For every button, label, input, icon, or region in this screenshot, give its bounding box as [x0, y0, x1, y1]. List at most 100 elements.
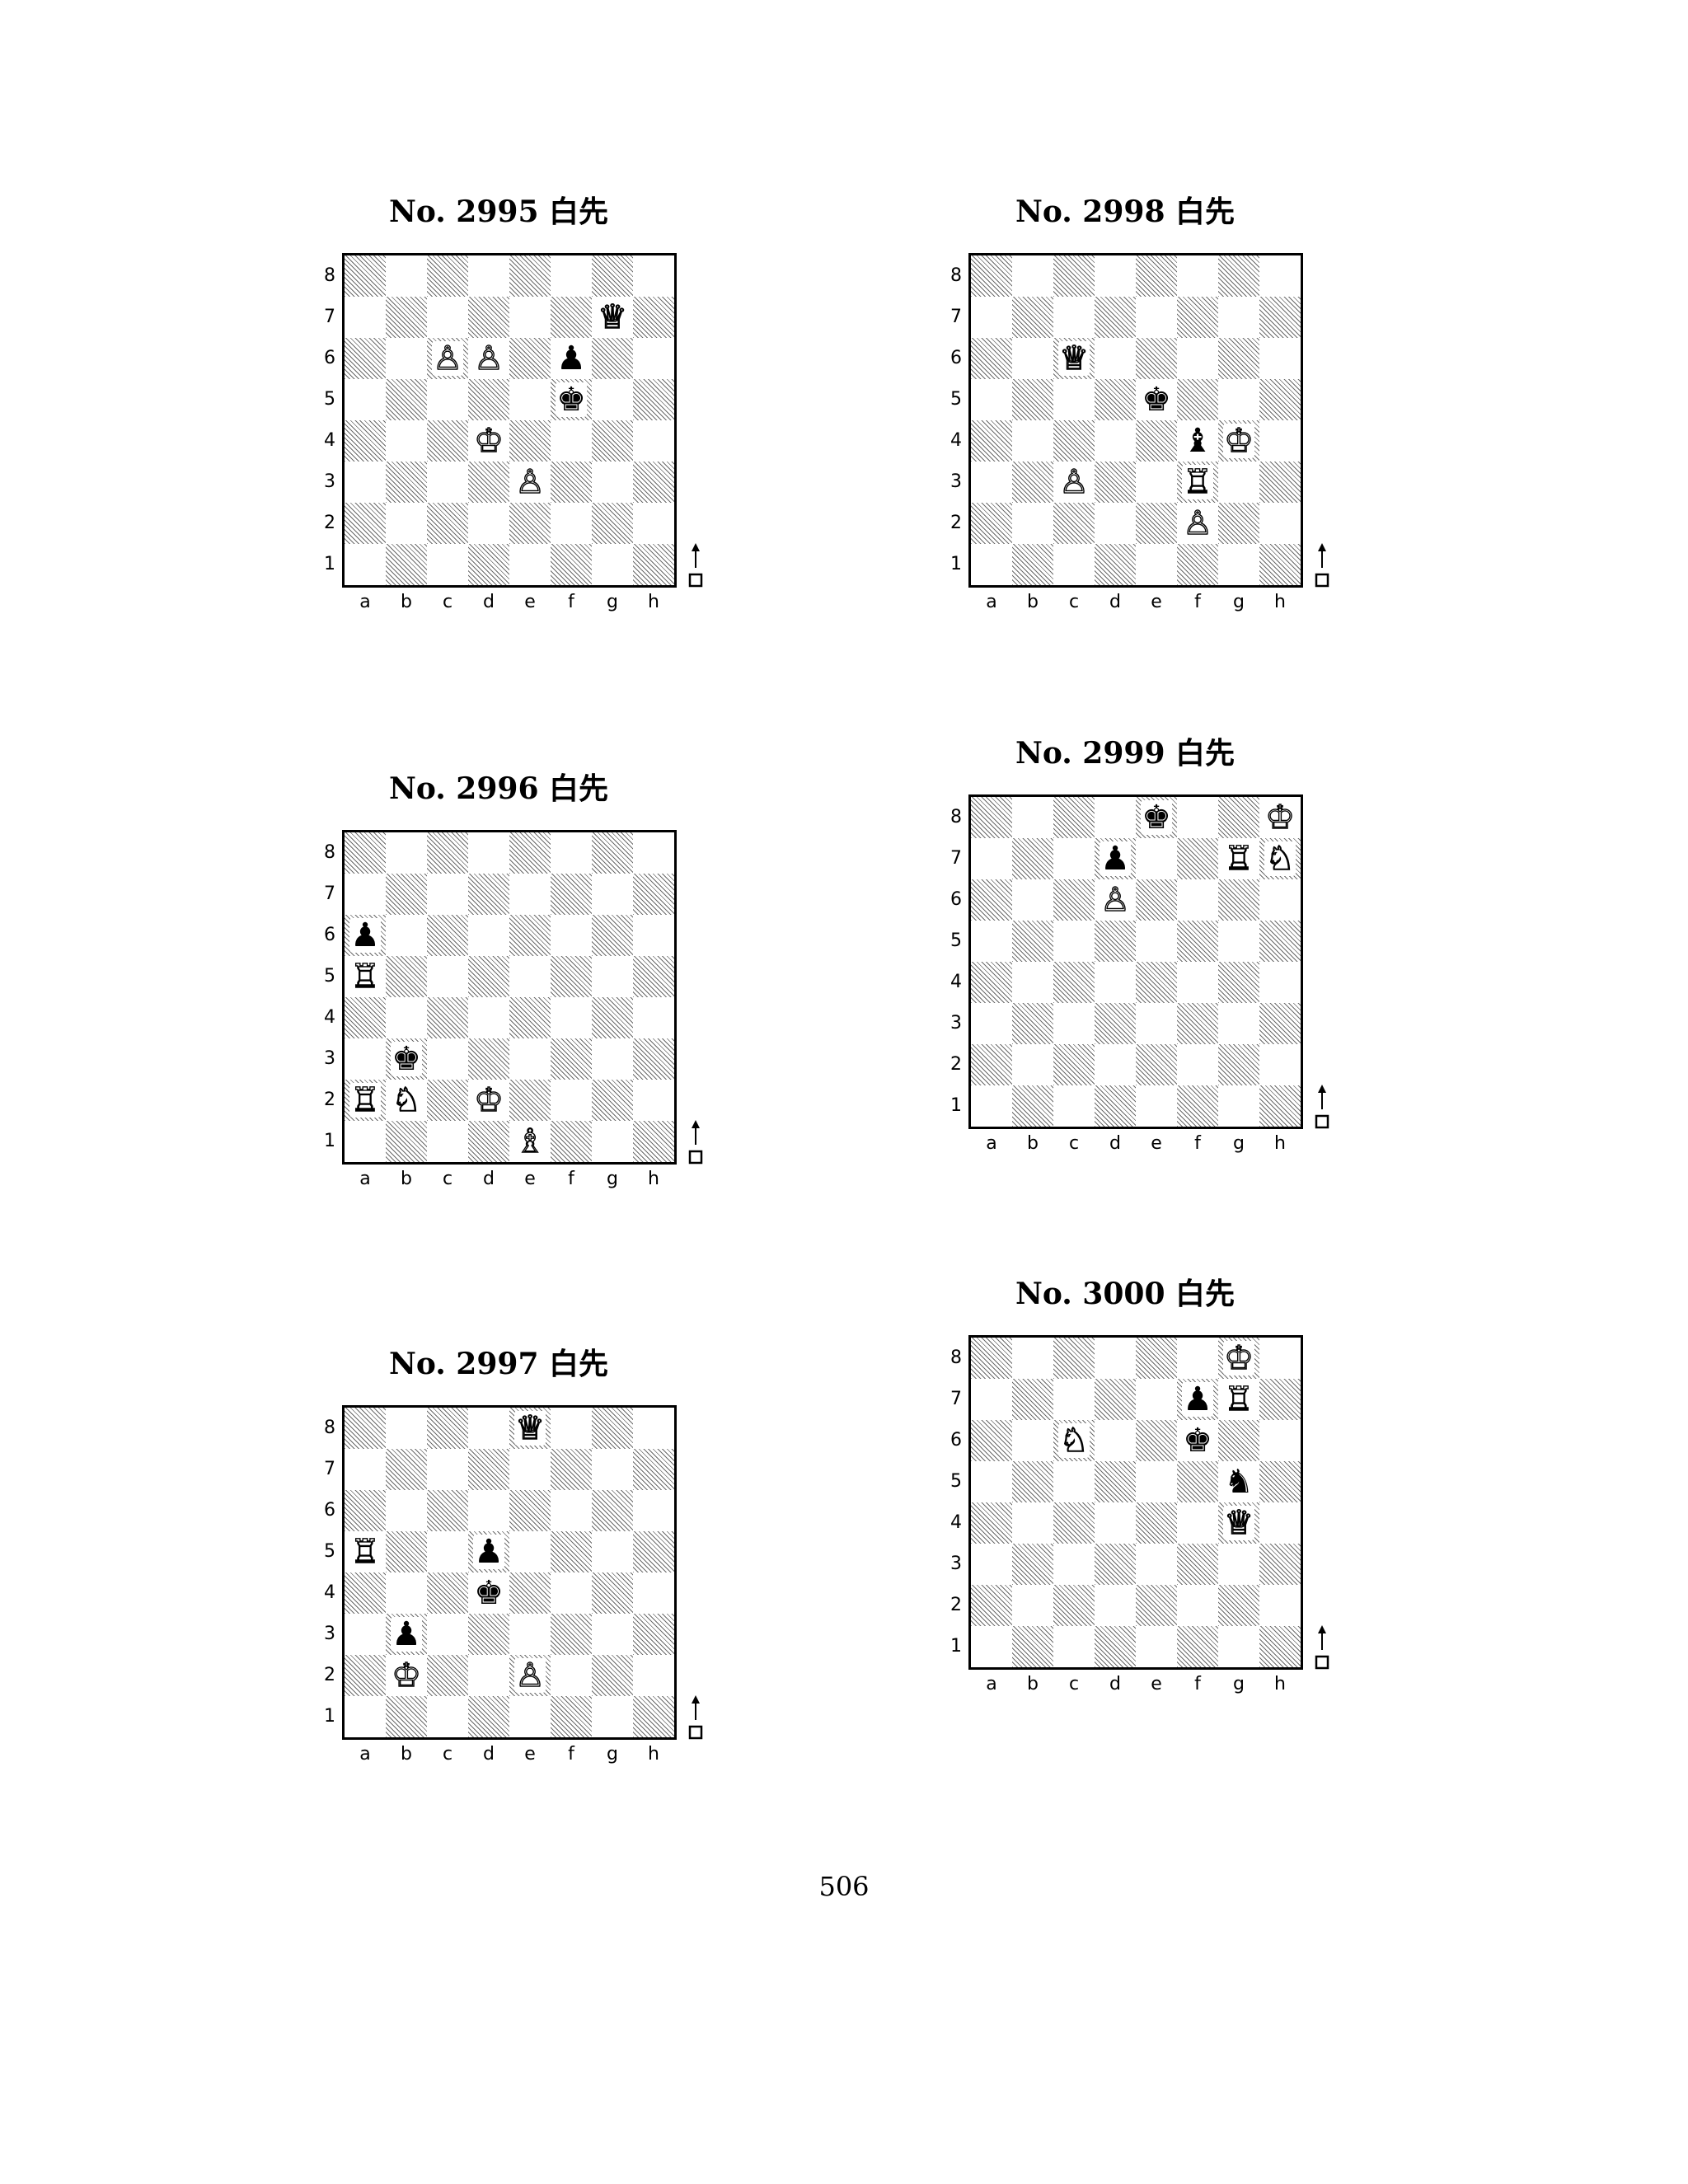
- square-d4: [468, 997, 509, 1038]
- square-e7: [509, 1449, 551, 1490]
- rank-label: 1: [324, 1131, 335, 1151]
- square-e2: [509, 1080, 551, 1121]
- square-a6: [345, 1490, 386, 1531]
- square-e2: [1136, 503, 1177, 544]
- square-b3: [386, 462, 427, 503]
- square-f3: [1177, 1003, 1218, 1044]
- square-c8: [427, 832, 468, 874]
- square-d7: ♟: [1095, 838, 1136, 879]
- square-e7: [509, 297, 551, 338]
- file-label: d: [483, 1744, 495, 1765]
- square-e6: [1136, 879, 1177, 921]
- square-a1: [971, 1085, 1012, 1127]
- square-e1: [1136, 1085, 1177, 1127]
- square-g3: [592, 462, 633, 503]
- white-to-move-icon: [1315, 1085, 1329, 1129]
- square-a7: [971, 1379, 1012, 1420]
- piece-backdrop: ♗: [514, 1122, 546, 1160]
- square-c2: [427, 1655, 468, 1696]
- square-g6: [1218, 879, 1259, 921]
- square-f7: [1177, 297, 1218, 338]
- rank-label: 1: [950, 554, 962, 574]
- file-label: f: [568, 592, 574, 612]
- square-a8: [345, 255, 386, 297]
- square-h7: [633, 297, 674, 338]
- square-c7: [427, 1449, 468, 1490]
- square-a6: [971, 1420, 1012, 1461]
- rank-label: 6: [950, 889, 962, 910]
- square-b6: [1012, 879, 1053, 921]
- piece-backdrop: ♔: [1223, 422, 1254, 460]
- square-g3: [1218, 462, 1259, 503]
- square-e2: [509, 503, 551, 544]
- square-h4: [633, 1572, 674, 1614]
- square-b2: ♘: [386, 1080, 427, 1121]
- square-e1: ♗: [509, 1121, 551, 1162]
- piece-backdrop: ♖: [349, 1081, 381, 1119]
- problem-title: No. 2995 白先: [388, 194, 609, 229]
- square-b2: [1012, 1044, 1053, 1085]
- piece-backdrop: ♙: [1182, 504, 1213, 541]
- square-e4: [509, 997, 551, 1038]
- square-h8: [633, 832, 674, 874]
- square-b7: [1012, 1379, 1053, 1420]
- square-d8: [468, 255, 509, 297]
- square-f8: [1177, 797, 1218, 838]
- square-d6: [1095, 338, 1136, 379]
- rank-label: 1: [324, 1706, 335, 1727]
- square-d5: [1095, 1461, 1136, 1502]
- piece-backdrop: ♙: [514, 1657, 546, 1694]
- square-d5: [468, 379, 509, 420]
- square-h8: [1259, 1338, 1301, 1379]
- square-f7: [551, 1449, 592, 1490]
- rank-label: 4: [950, 1512, 962, 1533]
- piece-backdrop: ♔: [1264, 799, 1296, 836]
- square-b3: [1012, 1003, 1053, 1044]
- square-f3: [551, 1038, 592, 1080]
- square-b8: [1012, 797, 1053, 838]
- piece-backdrop: ♖: [349, 1533, 381, 1570]
- square-f6: [1177, 338, 1218, 379]
- square-h2: [1259, 1044, 1301, 1085]
- piece-backdrop: ♟: [473, 1534, 504, 1570]
- file-label: f: [1194, 1674, 1201, 1694]
- square-e8: ♚: [1136, 797, 1177, 838]
- file-label: c: [442, 1169, 453, 1189]
- white-pawn-icon: ♙: [432, 340, 462, 377]
- square-g5: [592, 1531, 633, 1572]
- square-e4: [509, 1572, 551, 1614]
- square-c3: [427, 1614, 468, 1655]
- problem-title: No. 2999 白先: [1015, 736, 1236, 771]
- square-f2: [1177, 1044, 1218, 1085]
- file-label: b: [401, 1744, 412, 1765]
- square-a3: [971, 1544, 1012, 1585]
- square-d8: [1095, 797, 1136, 838]
- rank-label: 7: [950, 848, 962, 869]
- file-label: a: [359, 1169, 371, 1189]
- square-g2: [592, 503, 633, 544]
- square-b7: [1012, 297, 1053, 338]
- square-a7: [971, 297, 1012, 338]
- square-h4: [633, 420, 674, 462]
- square-d1: [468, 1121, 509, 1162]
- square-h6: [1259, 338, 1301, 379]
- white-pawn-icon: ♙: [514, 463, 545, 501]
- square-b5: [386, 1531, 427, 1572]
- square-e7: [1136, 297, 1177, 338]
- square-g8: [1218, 797, 1259, 838]
- rank-label: 6: [950, 348, 962, 368]
- square-g6: [592, 915, 633, 956]
- square-e2: [1136, 1585, 1177, 1626]
- square-h1: [1259, 1626, 1301, 1667]
- file-label: a: [986, 592, 997, 612]
- square-c6: ♘: [1053, 1420, 1095, 1461]
- square-d4: [1095, 962, 1136, 1003]
- square-g1: [592, 1121, 633, 1162]
- rank-label: 4: [324, 430, 335, 451]
- black-pawn-icon: ♟: [350, 916, 380, 954]
